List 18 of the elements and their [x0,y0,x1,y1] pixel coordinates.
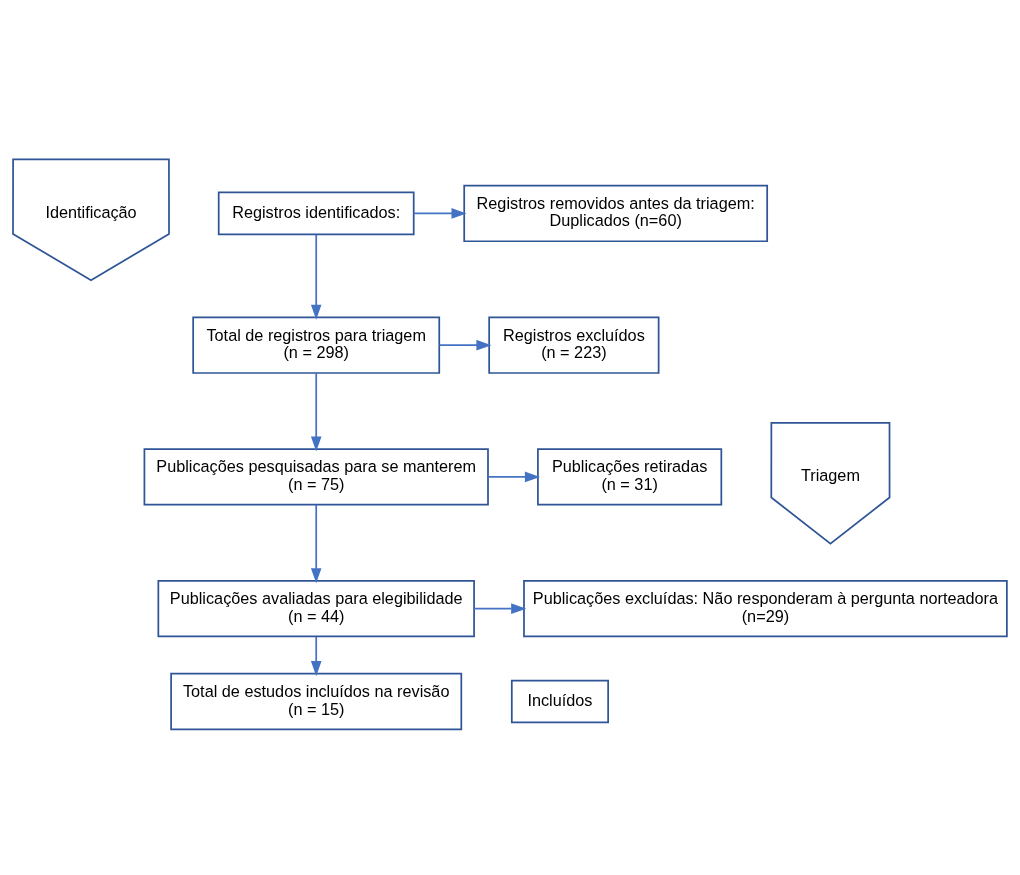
arrow [473,602,527,614]
node-box: Registros identificados: [217,191,415,235]
node-box: Publicações excluídas: Não responderam à pergunta norteadora (n=29) [523,579,1008,637]
node-box: Registros removidos antes da triagem: Duplicados (n=60) [463,184,769,242]
arrow [310,233,322,320]
arrow [310,635,322,676]
node-box: Incluídos [510,679,609,723]
arrow [413,207,467,219]
node-box: Publicações retiradas (n = 31) [537,447,723,506]
arrow [487,471,540,482]
arrow [310,371,322,452]
arrow [438,339,492,350]
node-box: Publicações pesquisadas para se manterem (n = 75) [143,447,489,506]
node-box: Total de estudos incluídos na revisão (n = 15) [170,672,463,730]
arrow [310,503,322,583]
node-box: Publicações avaliadas para elegibilidade (n = 44) [157,579,475,637]
node-box: Registros excluídos (n = 223) [488,315,660,374]
node-box: Total de registros para triagem (n = 298) [192,315,441,374]
